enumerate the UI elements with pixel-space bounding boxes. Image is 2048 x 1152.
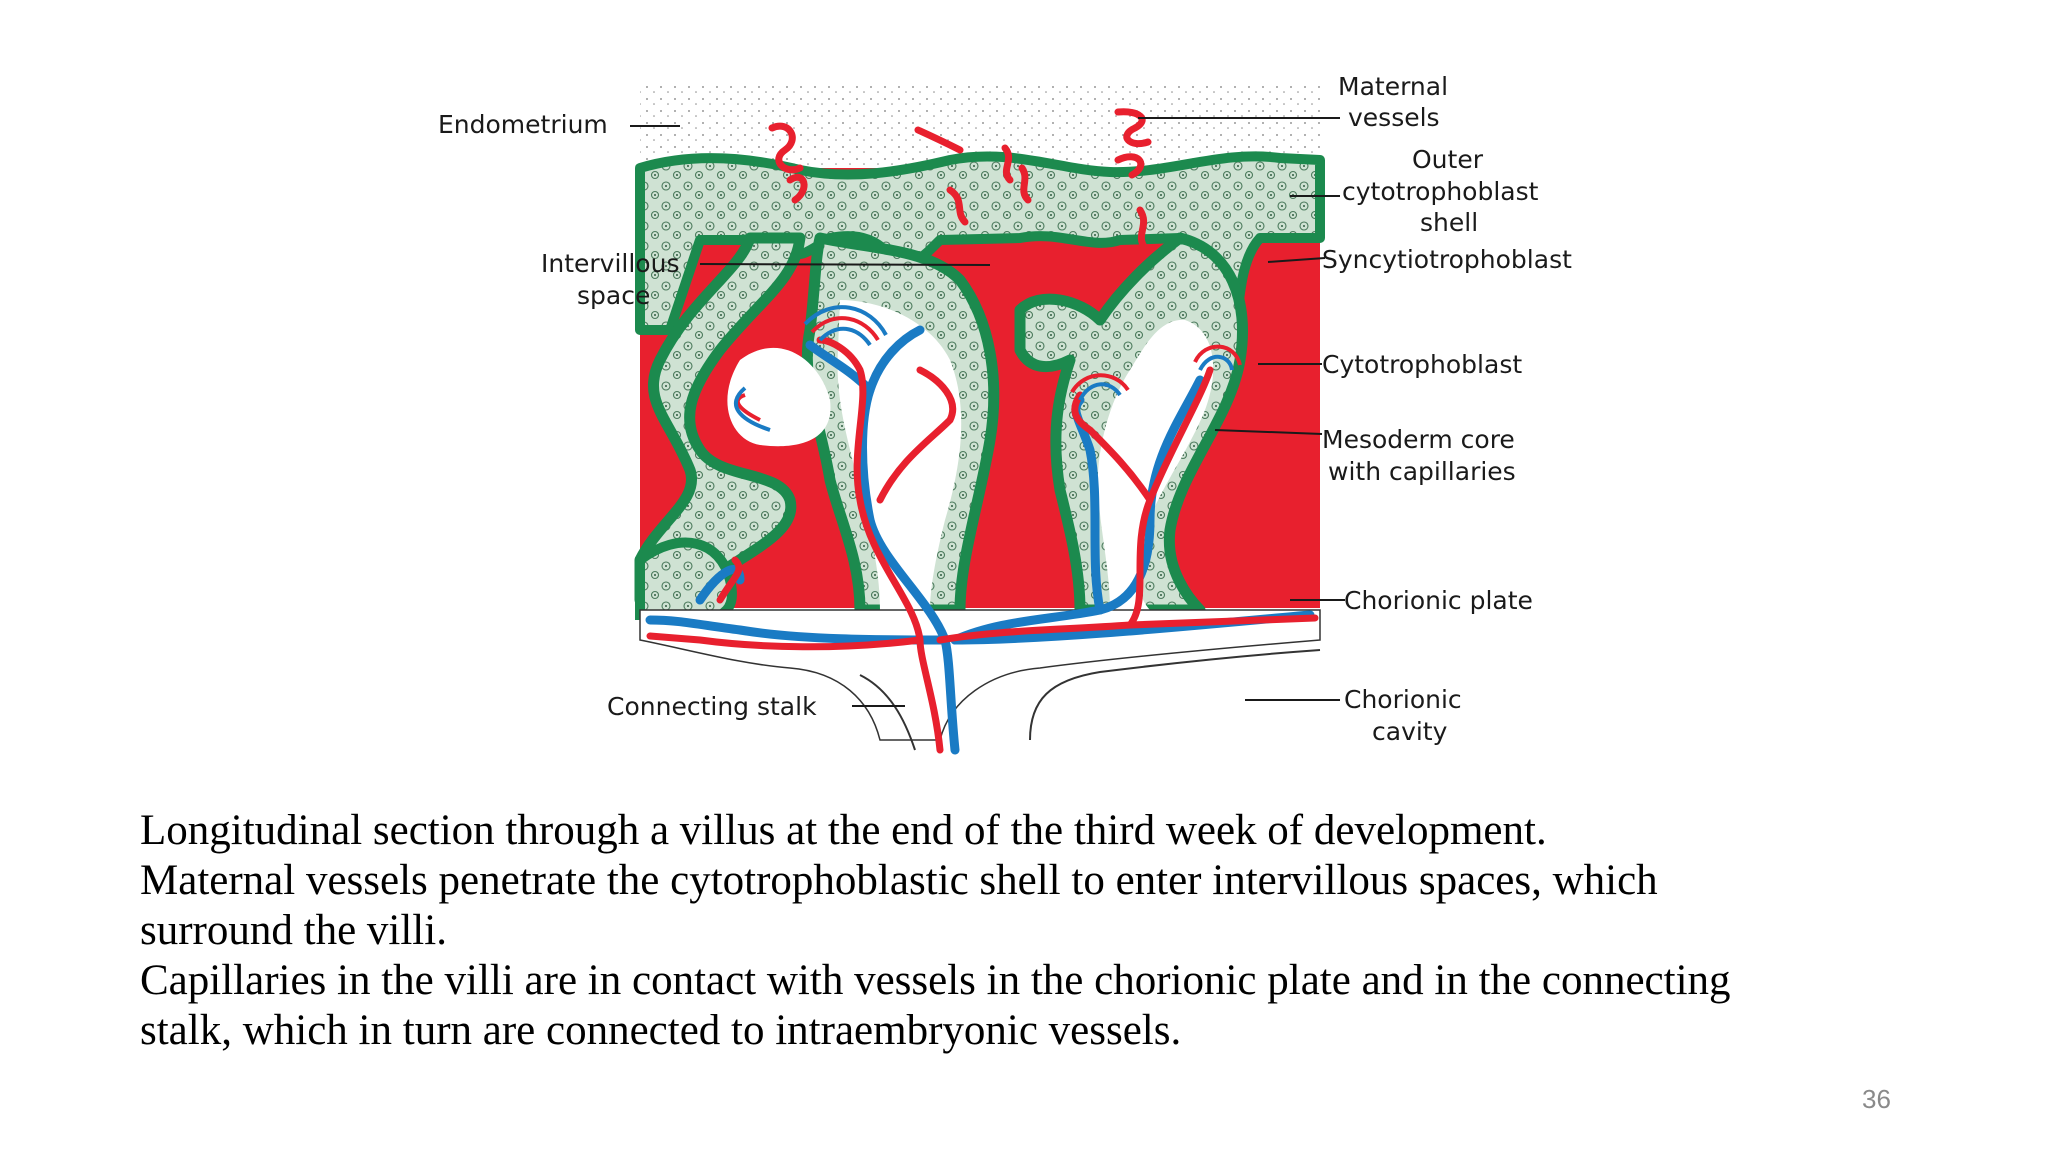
label-chorionic-cavity-2: cavity [1372,717,1448,746]
caption-line-3: surround the villi. [140,907,447,954]
capillary-loops [733,305,1242,432]
label-outer-shell-3: shell [1420,208,1478,237]
villus-arteries [646,336,1319,754]
label-syncytiotrophoblast: Syncytiotrophoblast [1322,245,1572,274]
label-chorionic-plate: Chorionic plate [1344,586,1533,615]
label-endometrium: Endometrium [438,110,608,139]
caption-line-2: Maternal vessels penetrate the cytotroph… [140,857,1658,904]
label-outer-shell-2: cytotrophoblast [1342,177,1539,206]
leader-lines [630,117,1345,707]
label-intervillous-1: Intervillous [541,249,679,278]
label-intervillous-2: space [577,281,650,310]
chorionic-cavity-edge [1029,649,1321,741]
label-mesoderm-2: with capillaries [1328,457,1516,486]
caption: Longitudinal section through a villus at… [140,806,2000,1056]
caption-line-4: Capillaries in the villi are in contact … [140,957,1731,1004]
label-outer-shell-1: Outer [1412,145,1484,174]
label-mesoderm-1: Mesoderm core [1322,425,1515,454]
maternal-vessels [768,108,1152,252]
label-cytotrophoblast: Cytotrophoblast [1322,350,1522,379]
villus-left-core [727,300,962,610]
label-chorionic-cavity-1: Chorionic [1344,685,1462,714]
label-maternal-vessels-1: Maternal [1338,72,1448,101]
chorionic-plate [639,609,1321,741]
label-connecting-stalk: Connecting stalk [607,692,817,721]
label-maternal-vessels-2: vessels [1348,103,1440,132]
caption-line-5: stalk, which in turn are connected to in… [140,1007,1182,1054]
caption-line-1: Longitudinal section through a villus at… [140,807,1547,854]
page-number: 36 [1862,1084,1891,1114]
